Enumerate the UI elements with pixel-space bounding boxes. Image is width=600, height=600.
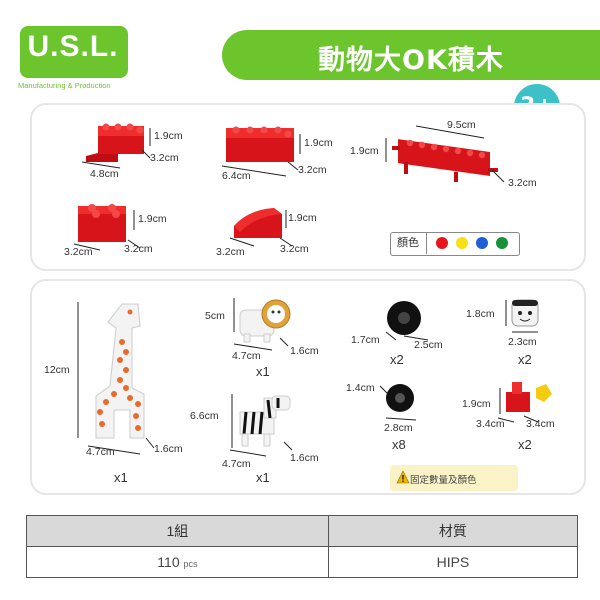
spec-table-header-row: 1組 材質 [26, 515, 579, 547]
corner-brick-dim-lines [81, 128, 151, 169]
giraffe-length: 4.7cm [86, 446, 115, 458]
long-brick-height: 1.9cm [304, 137, 333, 149]
slope-brick-length: 3.2cm [216, 246, 245, 258]
spec-header-set: 1組 [26, 515, 329, 547]
slope-brick-illustration [234, 208, 282, 238]
car-base-height: 1.9cm [350, 145, 379, 157]
head-piece-height: 1.8cm [466, 308, 495, 320]
car-base-dim-lines [385, 125, 505, 183]
corner-brick-height: 1.9cm [154, 130, 183, 142]
big-wheel-quantity: x2 [390, 352, 404, 367]
connector-dim-lines [497, 388, 539, 423]
lion-quantity: x1 [256, 364, 270, 379]
long-brick-dim-lines [221, 134, 301, 177]
square-brick-width: 3.2cm [124, 243, 153, 255]
zebra-length: 4.7cm [222, 458, 251, 470]
small-wheel-illustration [386, 384, 414, 412]
big-wheel-dim-lines [385, 331, 429, 341]
small-wheel-quantity: x8 [392, 437, 406, 452]
brand-logo-text: U.S.L. [27, 30, 119, 63]
small-wheel-dim-lines [379, 385, 417, 421]
spec-piece-count: 110 [157, 554, 180, 570]
giraffe-quantity: x1 [114, 470, 128, 485]
big-wheel-width: 1.7cm [351, 334, 380, 346]
slope-brick-dim-lines [229, 210, 293, 247]
corner-brick-width: 3.2cm [150, 152, 179, 164]
color-dot-blue [476, 237, 488, 249]
spec-table-row: 110 pcs HIPS [26, 546, 579, 578]
giraffe-illustration [95, 303, 145, 439]
fixed-quantity-note-text: 固定數量及顏色 [410, 475, 477, 486]
title-banner [222, 30, 600, 80]
spec-table: 1組 材質 110 pcs HIPS [26, 515, 579, 578]
square-brick-height: 1.9cm [138, 213, 167, 225]
giraffe-width: 1.6cm [154, 443, 183, 455]
zebra-width: 1.6cm [290, 452, 319, 464]
car-base-width: 3.2cm [508, 177, 537, 189]
square-brick-length: 3.2cm [64, 246, 93, 258]
head-piece-quantity: x2 [518, 352, 532, 367]
square-brick-dim-lines [73, 210, 141, 251]
connector-height: 1.9cm [462, 398, 491, 410]
color-dot-red [436, 237, 448, 249]
corner-brick-length: 4.8cm [90, 168, 119, 180]
long-brick-illustration [226, 126, 294, 162]
connector-length: 3.4cm [476, 418, 505, 430]
long-brick-length: 6.4cm [222, 170, 251, 182]
spec-material: HIPS [327, 546, 579, 578]
corner-brick-illustration [86, 123, 144, 162]
slope-brick-width: 3.2cm [280, 243, 309, 255]
head-piece-diameter: 2.3cm [508, 336, 537, 348]
giraffe-dim-lines [77, 302, 155, 455]
lion-width: 1.6cm [290, 345, 319, 357]
fixed-quantity-note [390, 465, 518, 491]
lion-height: 5cm [205, 310, 225, 322]
small-wheel-diameter: 2.8cm [384, 422, 413, 434]
spec-header-material: 材質 [327, 515, 579, 547]
car-base-illustration [392, 139, 498, 182]
color-dot-green [496, 237, 508, 249]
lion-dim-lines [233, 298, 289, 351]
square-brick-illustration [78, 204, 126, 242]
long-brick-width: 3.2cm [298, 164, 327, 176]
connector-illustration [506, 382, 552, 412]
giraffe-height: 12cm [44, 364, 70, 376]
color-dot-yellow [456, 237, 468, 249]
zebra-dim-lines [229, 394, 293, 457]
lion-length: 4.7cm [232, 350, 261, 362]
lion-illustration [239, 299, 291, 343]
car-base-length: 9.5cm [447, 119, 476, 131]
brand-logo [20, 26, 128, 78]
color-legend-label: 顏色 [390, 232, 427, 254]
head-piece-dim-lines [505, 300, 538, 333]
zebra-quantity: x1 [256, 470, 270, 485]
head-piece-illustration [511, 299, 539, 327]
warning-icon [396, 470, 410, 484]
page-title: 動物大OK積木 [318, 45, 504, 76]
zebra-height: 6.6cm [190, 410, 219, 422]
small-wheel-width: 1.4cm [346, 382, 375, 394]
connector-quantity: x2 [518, 437, 532, 452]
spec-piece-count-cell: 110 pcs [26, 546, 329, 578]
slope-brick-height: 1.9cm [288, 212, 317, 224]
zebra-illustration [239, 395, 291, 447]
connector-width: 3.4cm [526, 418, 555, 430]
big-wheel-illustration [387, 301, 421, 335]
big-wheel-diameter: 2.5cm [414, 339, 443, 351]
spec-piece-unit: pcs [183, 559, 198, 569]
brand-tagline: Manufacturing & Production [18, 81, 111, 90]
